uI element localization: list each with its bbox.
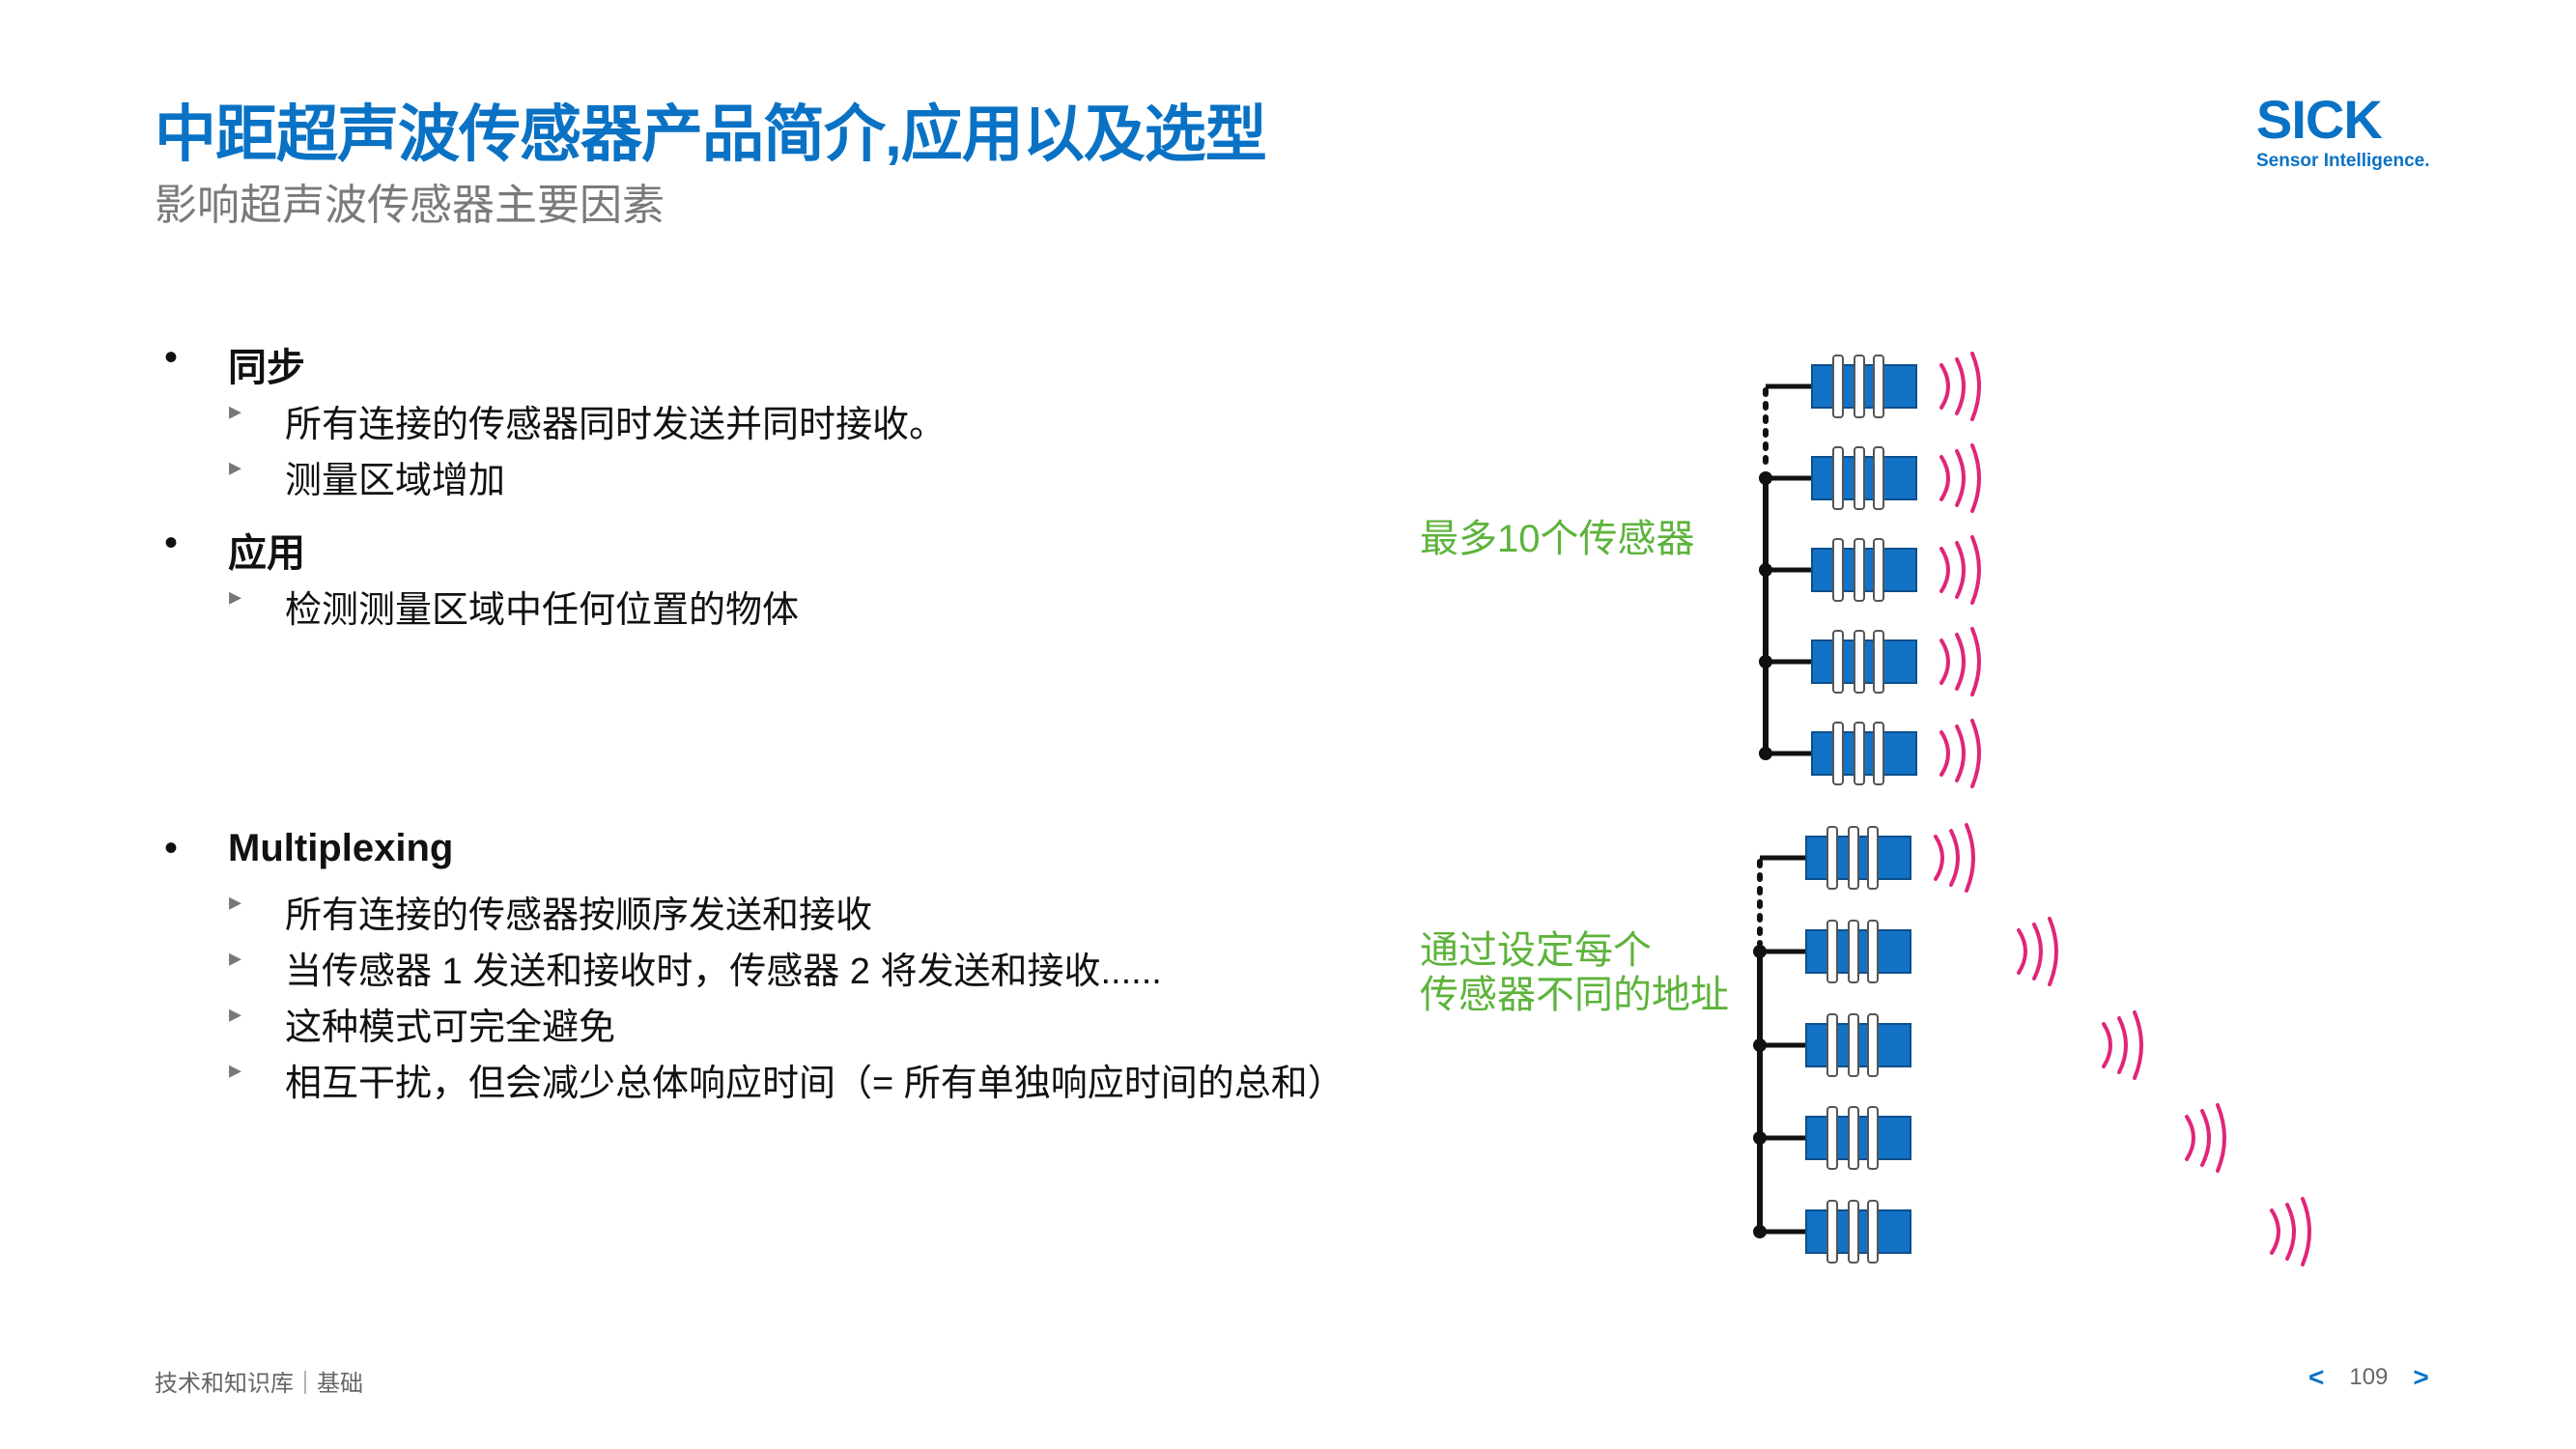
- sync-junction-4: [1759, 655, 1772, 668]
- multiplex-wave-5-arc-1: [2270, 1208, 2280, 1255]
- multiplex-wave-5-arc-3: [2301, 1197, 2311, 1266]
- bullet-multiplexing-item-4: 相互干扰，但会减少总体响应时间（= 所有单独响应时间的总和）: [229, 1053, 1345, 1106]
- bullet-sync-heading: 同步: [164, 336, 305, 392]
- sync-sensor-1-nut-2: [1854, 355, 1865, 418]
- multiplex-sensor-1-nut-2: [1848, 826, 1859, 890]
- multiplex-wave-2-arc-3: [2048, 917, 2058, 986]
- sync-sensor-4-nut-1: [1832, 630, 1844, 694]
- multiplex-wave-2-arc-2: [2032, 923, 2043, 980]
- sync-wave-5-arc-3: [1970, 719, 1981, 788]
- chevron-right-icon[interactable]: >: [2413, 1362, 2429, 1392]
- multiplex-wave-4-arc-3: [2216, 1103, 2226, 1173]
- sync-wave-3-arc-2: [1955, 541, 1966, 599]
- multiplex-wave-3-arc-2: [2117, 1016, 2128, 1074]
- multiplex-address-label-line1: 通过设定每个: [1420, 929, 1652, 972]
- page-number: 109: [2349, 1364, 2389, 1390]
- sync-max-sensors-label: 最多10个传感器: [1420, 518, 1695, 560]
- sync-wave-1-arc-2: [1955, 357, 1966, 415]
- multiplex-sensor-4-nut-2: [1848, 1106, 1859, 1170]
- sync-sensor-3-nut-2: [1854, 538, 1865, 602]
- sync-sensor-5-nut-2: [1854, 722, 1865, 785]
- sync-sensor-1-nut-3: [1873, 355, 1884, 418]
- multiplex-sensor-5-nut-2: [1848, 1200, 1859, 1264]
- multiplex-sensor-3-nut-3: [1867, 1013, 1879, 1077]
- sync-wave-1-arc-1: [1939, 363, 1950, 410]
- sync-sensor-4-nut-3: [1873, 630, 1884, 694]
- sync-wave-5-arc-1: [1939, 730, 1950, 777]
- sync-wave-3-arc-3: [1970, 535, 1981, 605]
- multiplex-junction-4: [1753, 1131, 1767, 1145]
- multiplex-wave-5-arc-2: [2285, 1203, 2296, 1261]
- multiplex-sensor-3-nut-1: [1826, 1013, 1838, 1077]
- multiplex-junction-3: [1753, 1038, 1767, 1052]
- bullet-multiplexing-item-3: 这种模式可完全避免: [229, 997, 615, 1050]
- multiplex-junction-5: [1753, 1225, 1767, 1238]
- multiplex-wave-1-arc-2: [1949, 829, 1960, 887]
- bullet-application-heading: 应用: [164, 522, 305, 578]
- chevron-left-icon[interactable]: <: [2308, 1362, 2325, 1392]
- sync-wave-2-arc-2: [1955, 449, 1966, 507]
- multiplex-sensor-4-nut-3: [1867, 1106, 1879, 1170]
- page-navigation: < 109 >: [2308, 1362, 2429, 1393]
- footer-section-label: 技术和知识库｜基础: [155, 1371, 363, 1397]
- multiplex-sensor-2-nut-1: [1826, 920, 1838, 983]
- sync-wave-4-arc-3: [1970, 627, 1981, 696]
- multiplex-wave-3-arc-3: [2133, 1010, 2143, 1080]
- multiplex-sensor-3-nut-2: [1848, 1013, 1859, 1077]
- multiplex-sensor-4-nut-1: [1826, 1106, 1838, 1170]
- bullet-multiplexing-heading: Multiplexing: [164, 827, 453, 870]
- multiplex-address-label-line2: 传感器不同的地址: [1420, 974, 1729, 1016]
- sync-sensor-1-nut-1: [1832, 355, 1844, 418]
- bullet-multiplexing-item-2: 当传感器 1 发送和接收时，传感器 2 将发送和接收......: [229, 941, 1162, 994]
- sync-sensor-2-nut-2: [1854, 446, 1865, 510]
- sync-sensor-3-nut-3: [1873, 538, 1884, 602]
- sync-wave-4-arc-1: [1939, 639, 1950, 685]
- sync-wave-2-arc-3: [1970, 443, 1981, 513]
- bullet-sync-item-2: 测量区域增加: [229, 450, 505, 503]
- multiplex-sensor-1-nut-3: [1867, 826, 1879, 890]
- bullet-list: 同步 所有连接的传感器同时发送并同时接收。 测量区域增加 应用 检测测量区域中任…: [155, 0, 1410, 1256]
- multiplex-sensor-2-nut-3: [1867, 920, 1879, 983]
- multiplex-sensor-2-nut-2: [1848, 920, 1859, 983]
- bullet-application-item-1: 检测测量区域中任何位置的物体: [229, 580, 799, 633]
- sync-sensor-5-nut-3: [1873, 722, 1884, 785]
- multiplex-junction-2: [1753, 945, 1767, 958]
- multiplex-wave-1-arc-3: [1965, 823, 1975, 893]
- sync-sensor-4-nut-2: [1854, 630, 1865, 694]
- multiplex-wave-4-arc-1: [2185, 1115, 2195, 1161]
- multiplex-wave-1-arc-1: [1934, 835, 1944, 881]
- sync-junction-3: [1759, 563, 1772, 577]
- logo-wordmark: SICK: [2256, 89, 2383, 150]
- multiplex-sensor-5-nut-3: [1867, 1200, 1879, 1264]
- sync-sensor-3-nut-1: [1832, 538, 1844, 602]
- page-subtitle: 影响超声波传感器主要因素: [155, 182, 665, 229]
- page-title: 中距超声波传感器产品简介,应用以及选型: [155, 99, 1267, 169]
- multiplex-sensor-1-nut-1: [1826, 826, 1838, 890]
- sync-wave-4-arc-2: [1955, 633, 1966, 691]
- sync-sensor-2-nut-3: [1873, 446, 1884, 510]
- sync-wave-5-arc-2: [1955, 724, 1966, 782]
- sync-wave-3-arc-1: [1939, 547, 1950, 593]
- sick-logo: SICK Sensor Intelligence.: [2256, 93, 2430, 172]
- multiplex-sensor-5-nut-1: [1826, 1200, 1838, 1264]
- sync-sensor-2-nut-1: [1832, 446, 1844, 510]
- logo-tagline: Sensor Intelligence.: [2256, 151, 2430, 171]
- multiplex-wave-2-arc-1: [2017, 928, 2027, 975]
- sync-junction-2: [1759, 471, 1772, 485]
- sync-junction-5: [1759, 747, 1772, 760]
- bullet-multiplexing-item-1: 所有连接的传感器按顺序发送和接收: [229, 885, 872, 938]
- sync-wave-2-arc-1: [1939, 455, 1950, 501]
- multiplex-wave-3-arc-1: [2102, 1022, 2112, 1068]
- multiplex-wave-4-arc-2: [2200, 1109, 2211, 1167]
- sync-wave-1-arc-3: [1970, 352, 1981, 421]
- bullet-sync-item-1: 所有连接的传感器同时发送并同时接收。: [229, 394, 946, 447]
- sync-sensor-5-nut-1: [1832, 722, 1844, 785]
